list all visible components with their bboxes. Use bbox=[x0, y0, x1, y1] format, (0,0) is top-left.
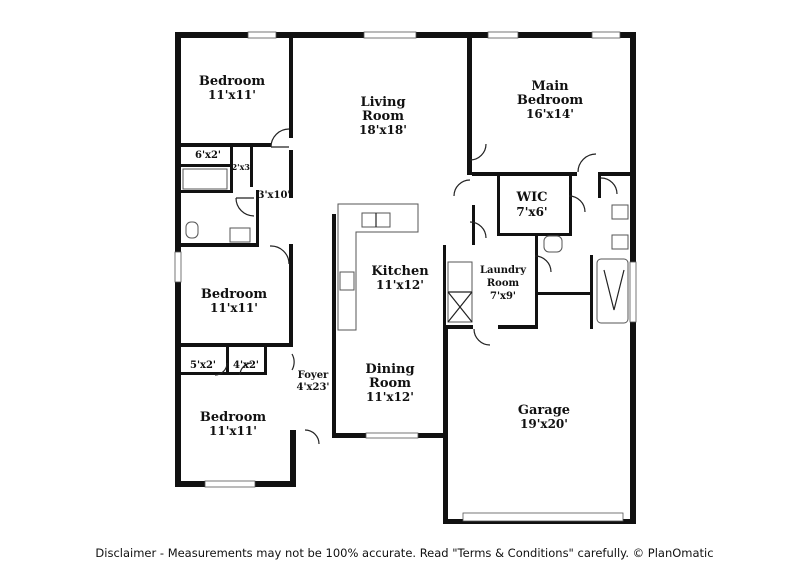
laundry-name-1: Laundry bbox=[480, 265, 527, 276]
bedroom-bot-dims: 11'x11' bbox=[209, 424, 257, 438]
disclaimer-text: Disclaimer - Measurements may not be 100… bbox=[95, 546, 714, 560]
bedroom-mid-name: Bedroom bbox=[201, 287, 268, 302]
hall-3x10-dims: 3'x10' bbox=[258, 190, 291, 201]
fixtures bbox=[182, 168, 629, 331]
bedroom-mid-dims: 11'x11' bbox=[210, 301, 258, 315]
main-bedroom-dims: 16'x14' bbox=[526, 107, 574, 121]
living-room-name-2: Room bbox=[362, 109, 404, 124]
dining-room-dims: 11'x12' bbox=[366, 390, 414, 404]
closet-6x2-dims: 6'x2' bbox=[195, 150, 221, 161]
dining-room-name-1: Dining bbox=[365, 362, 414, 377]
closet-5x2-dims: 5'x2' bbox=[190, 360, 216, 371]
closet-2x3-dims: 2'x3' bbox=[232, 162, 253, 172]
main-bedroom-name-2: Bedroom bbox=[517, 93, 584, 108]
wic-dims: 7'x6' bbox=[516, 205, 547, 219]
laundry-dims: 7'x9' bbox=[490, 291, 516, 302]
living-room-dims: 18'x18' bbox=[359, 123, 407, 137]
kitchen-dims: 11'x12' bbox=[376, 278, 424, 292]
windows bbox=[174, 31, 637, 522]
main-bedroom-name-1: Main bbox=[531, 79, 569, 94]
interior-walls bbox=[181, 38, 630, 438]
foyer-name: Foyer bbox=[298, 370, 329, 381]
garage-name: Garage bbox=[518, 403, 570, 418]
closet-4x2-dims: 4'x2' bbox=[233, 360, 259, 371]
bedroom-bot-name: Bedroom bbox=[200, 410, 267, 425]
wic-name: WIC bbox=[515, 190, 547, 205]
living-room-name-1: Living bbox=[360, 95, 405, 110]
dining-room-name-2: Room bbox=[369, 376, 411, 391]
laundry-name-2: Room bbox=[487, 278, 520, 289]
door-swings bbox=[214, 128, 618, 445]
garage-dims: 19'x20' bbox=[520, 417, 568, 431]
bedroom-top-dims: 11'x11' bbox=[208, 88, 256, 102]
kitchen-name: Kitchen bbox=[371, 264, 429, 279]
room-labels: Bedroom 11'x11' Living Room 18'x18' Main… bbox=[190, 74, 583, 438]
bedroom-top-name: Bedroom bbox=[199, 74, 266, 89]
foyer-dims: 4'x23' bbox=[297, 382, 330, 393]
